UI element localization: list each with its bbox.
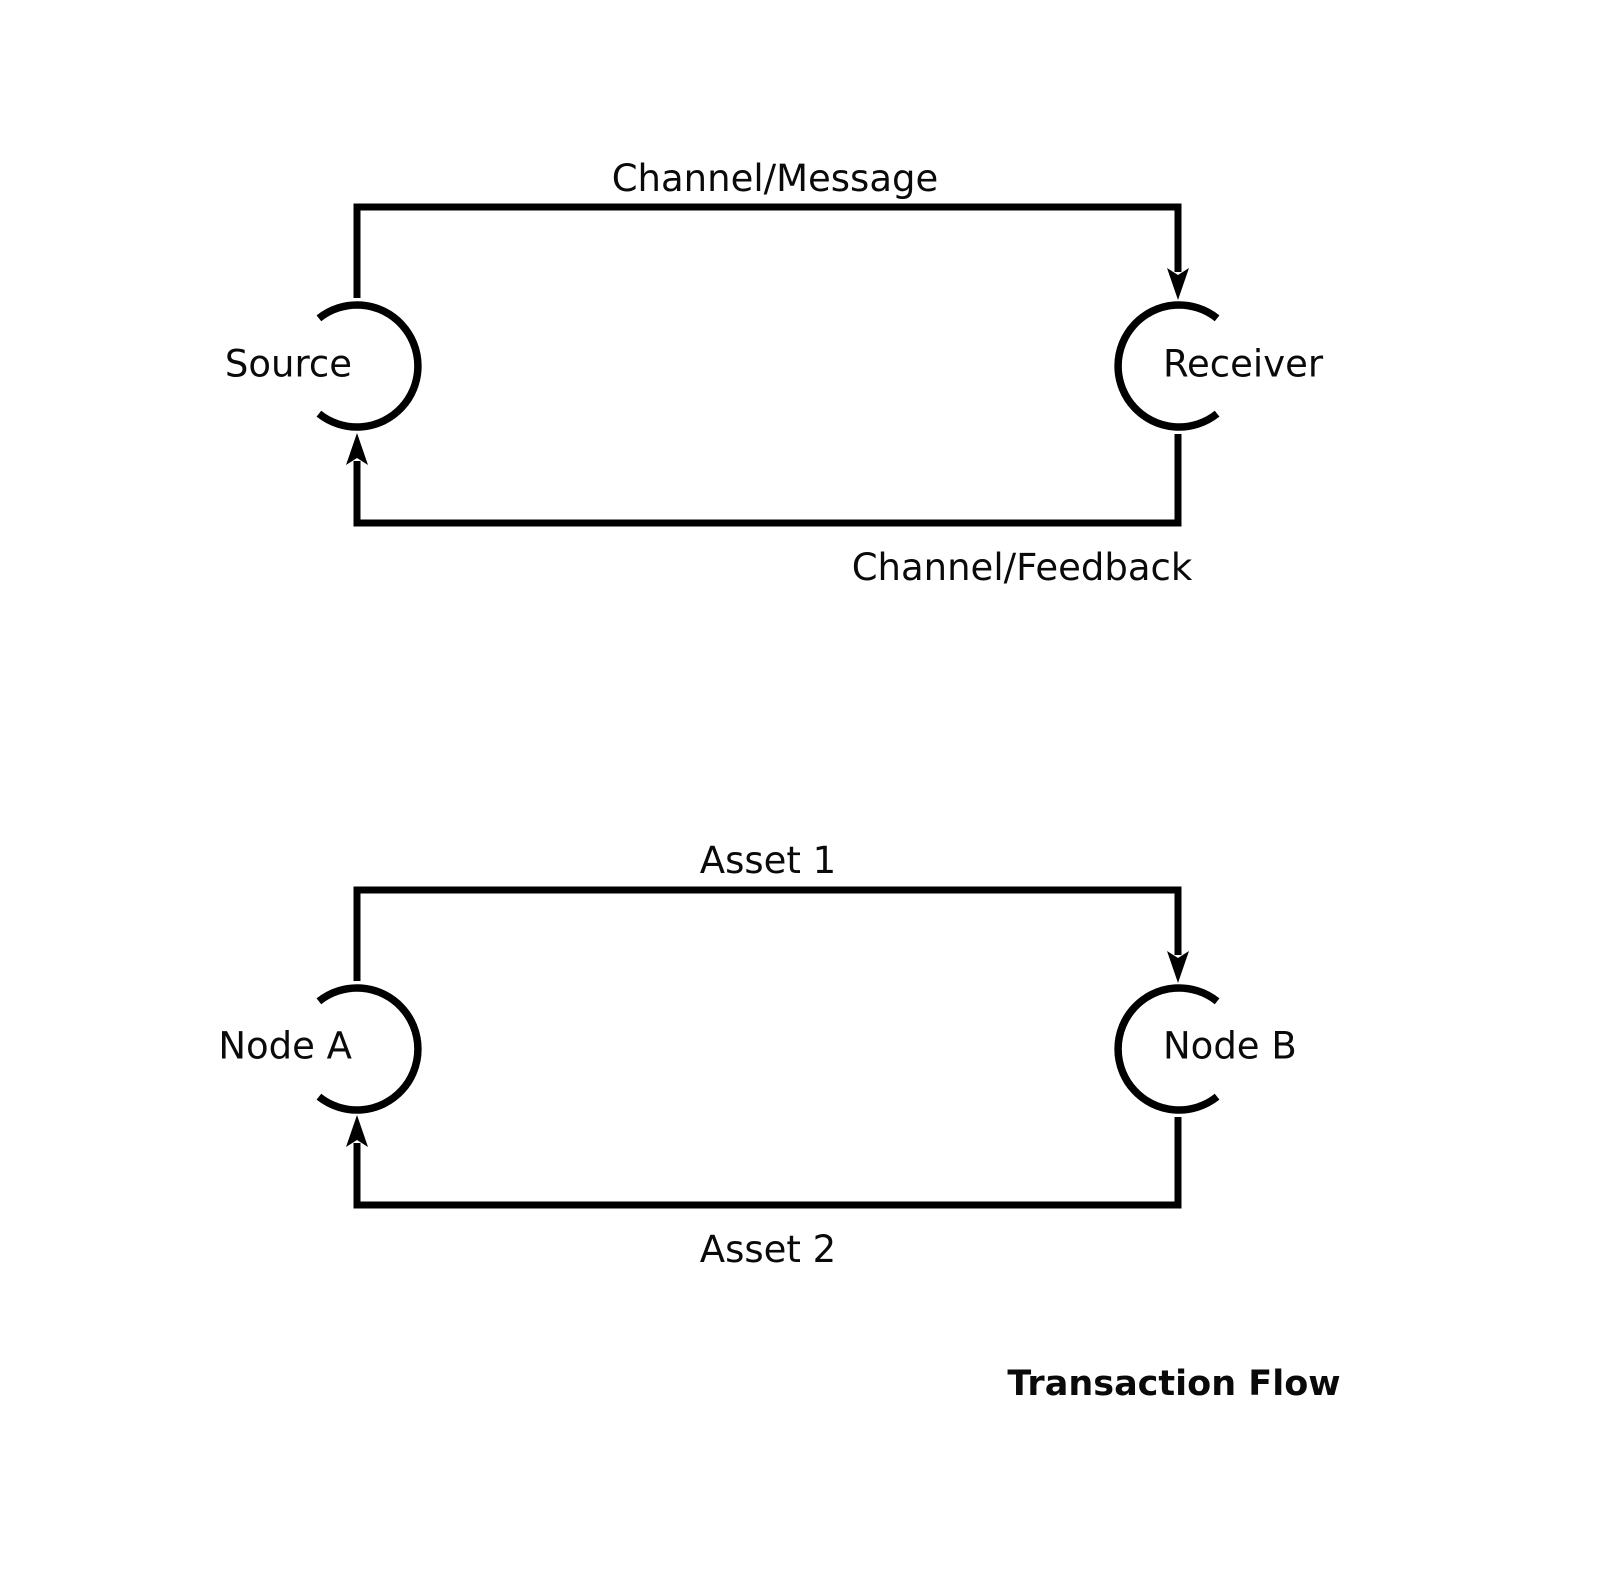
edge-asset2-arrowhead — [346, 1115, 368, 1147]
diagram-transaction-flow: Node A Node B Asset 1 Asset 2 Transactio… — [218, 839, 1340, 1404]
node-a-circle[interactable] — [316, 984, 422, 1114]
node-receiver-label: Receiver — [1163, 343, 1324, 386]
edge-asset2-line — [353, 1117, 1182, 1209]
node-source-circle[interactable] — [316, 301, 422, 431]
node-receiver-circle[interactable] — [1114, 301, 1220, 431]
transaction-flow-caption: Transaction Flow — [1007, 1364, 1340, 1404]
node-b-circle[interactable] — [1114, 984, 1220, 1114]
node-source-label: Source — [225, 343, 352, 386]
node-a-label: Node A — [218, 1025, 352, 1068]
edge-asset2-label: Asset 2 — [700, 1228, 836, 1271]
edge-message-label: Channel/Message — [612, 157, 939, 200]
edge-message-line — [353, 203, 1182, 298]
edge-feedback-line — [353, 434, 1182, 527]
edge-message-arrowhead — [1167, 268, 1189, 300]
edge-asset1-label: Asset 1 — [700, 839, 836, 882]
edge-feedback-label: Channel/Feedback — [852, 546, 1193, 589]
diagram-communication-flow: Source Receiver Channel/Message Channel/… — [225, 157, 1324, 589]
edge-asset1-arrowhead — [1167, 951, 1189, 983]
edge-feedback-arrowhead — [346, 433, 368, 465]
node-b-label: Node B — [1163, 1025, 1297, 1068]
edge-asset1-line — [353, 886, 1182, 981]
